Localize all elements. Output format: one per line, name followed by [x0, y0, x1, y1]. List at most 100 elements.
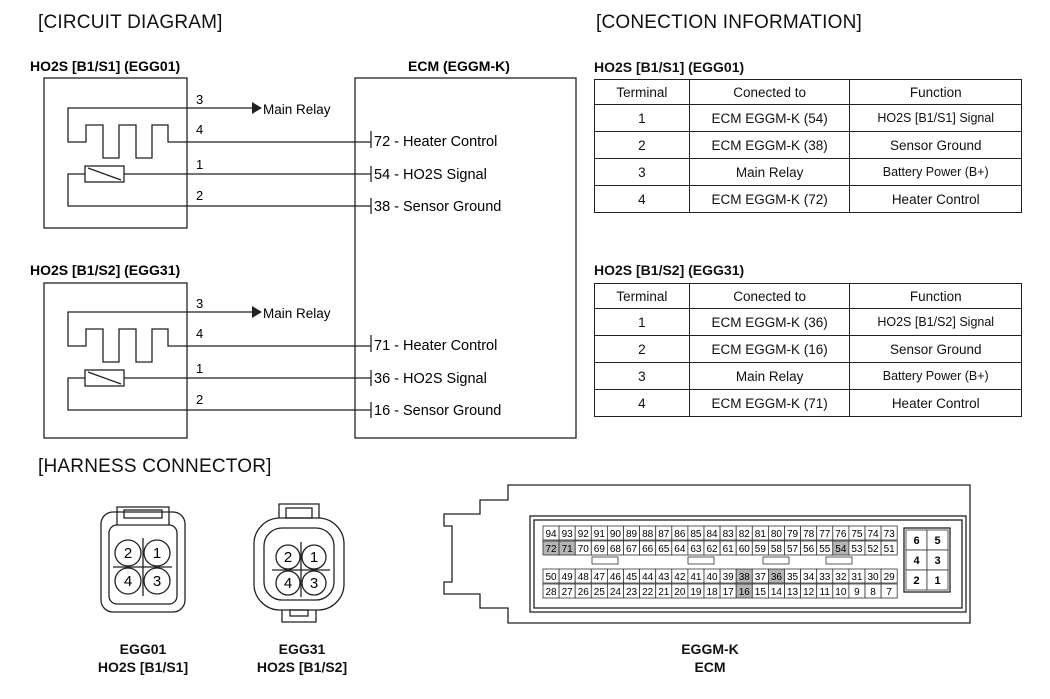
ecm-pin-number: 26	[578, 587, 590, 598]
ecm-pin-number: 25	[594, 587, 606, 598]
ecm-small-pin-number: 1	[934, 575, 940, 587]
ecm-pin-number: 31	[851, 572, 863, 583]
svg-text:2: 2	[124, 545, 132, 562]
ecm-pin-number: 82	[739, 529, 751, 540]
ecm-pin-number: 67	[626, 544, 638, 555]
ecm-small-pin-number: 2	[913, 575, 919, 587]
ecm-pin-number: 76	[835, 529, 847, 540]
ecm-pin-cell	[880, 525, 898, 541]
svg-text:1: 1	[310, 549, 318, 566]
ecm-pin-number: 43	[658, 572, 670, 583]
svg-text:72 - Heater Control: 72 - Heater Control	[374, 134, 497, 150]
ecm-pin-number: 41	[690, 572, 702, 583]
ecm-pin-number: 80	[771, 529, 783, 540]
ecm-small-pin-number: 4	[913, 555, 920, 567]
ecm-pin-number: 33	[819, 572, 831, 583]
ecm-pin-number: 58	[771, 544, 783, 555]
ecm-pin-number: 73	[884, 529, 896, 540]
ecm-key-slot	[825, 556, 853, 565]
ecm-pin-number: 88	[642, 529, 654, 540]
ecm-pin-number: 54	[835, 544, 847, 555]
svg-text:4: 4	[124, 573, 132, 590]
svg-text:16 - Sensor Ground: 16 - Sensor Ground	[374, 403, 501, 419]
ecm-pin-number: 9	[854, 587, 860, 598]
ecm-pin-number: 68	[610, 544, 622, 555]
ecm-pin-number: 53	[851, 544, 863, 555]
ecm2-pin-labels: 71 - Heater Control 36 - HO2S Signal 16 …	[374, 338, 501, 419]
sensor1-box	[43, 77, 188, 229]
ecm-pin-number: 15	[755, 587, 767, 598]
circuit-diagram-title: [CIRCUIT DIAGRAM]	[38, 12, 223, 33]
connection-info-title: [CONECTION INFORMATION]	[596, 12, 863, 33]
ecm-pin-number: 23	[626, 587, 638, 598]
ecm-pin-number: 83	[723, 529, 735, 540]
ecm-pin-number: 24	[610, 587, 622, 598]
ecm-pin-number: 20	[674, 587, 686, 598]
svg-text:1: 1	[196, 361, 203, 376]
table2-title: HO2S [B1/S2] (EGG31)	[594, 262, 745, 278]
ecm-pin-number: 16	[739, 587, 751, 598]
sensor2-title: HO2S [B1/S2] (EGG31)	[30, 262, 180, 278]
ecm-pin-number: 45	[626, 572, 638, 583]
ecm-pin-number: 92	[578, 529, 590, 540]
ecm-pin-number: 38	[739, 572, 751, 583]
svg-text:54 - HO2S Signal: 54 - HO2S Signal	[374, 167, 487, 183]
ecm-pin-number: 51	[884, 544, 896, 555]
svg-text:38 - Sensor Ground: 38 - Sensor Ground	[374, 199, 501, 215]
egg01-pin-labels: 2 1 4 3	[124, 545, 161, 590]
ecm-pin-number: 79	[787, 529, 799, 540]
ecm-pin-number: 28	[545, 587, 557, 598]
ecm-pin-number: 13	[787, 587, 799, 598]
ecm-pin-number: 47	[594, 572, 606, 583]
ecm-pin-number: 87	[658, 529, 670, 540]
ecm-pin-number: 57	[787, 544, 799, 555]
ecm-pin-number: 71	[562, 544, 574, 555]
ecm-pin-number: 62	[706, 544, 718, 555]
ecm-pin-number: 10	[835, 587, 847, 598]
ecm-small-pin-number: 6	[913, 535, 919, 547]
sensor2-pin-labels: 3 4 1 2	[196, 296, 203, 407]
ecm-pin-number: 14	[771, 587, 783, 598]
svg-text:3: 3	[153, 573, 161, 590]
svg-text:2: 2	[196, 392, 203, 407]
ecm-pin-number: 63	[690, 544, 702, 555]
ecm-pin-number: 55	[819, 544, 831, 555]
ecm-pin-number: 35	[787, 572, 799, 583]
sensor1-pin-labels: 3 4 1 2	[196, 92, 203, 203]
ecm-pin-number: 65	[658, 544, 670, 555]
ecm-pin-number: 93	[562, 529, 574, 540]
sensor2-box	[43, 282, 188, 439]
ecm-pin-number: 7	[886, 587, 892, 598]
ecm-pin-number: 21	[658, 587, 670, 598]
svg-text:4: 4	[196, 326, 203, 341]
arrow-icon	[252, 306, 262, 318]
harness-connector-title: [HARNESS CONNECTOR]	[38, 456, 272, 477]
ecm-pin-number: 89	[626, 529, 638, 540]
ecm-small-pin-number: 5	[934, 535, 940, 547]
ecm-pin-number: 91	[594, 529, 606, 540]
circuit-diagram: HO2S [B1/S1] (EGG01) ECM (EGGM-K) HO2S […	[30, 58, 577, 439]
ecm-pin-number: 29	[884, 572, 896, 583]
ecm-pin-number: 17	[723, 587, 735, 598]
ecm-pin-cell	[880, 583, 898, 599]
egg31-connector	[253, 503, 345, 623]
ecm-pin-number: 94	[545, 529, 557, 540]
svg-text:36 - HO2S Signal: 36 - HO2S Signal	[374, 371, 487, 387]
ecm-pin-number: 50	[545, 572, 557, 583]
svg-text:3: 3	[196, 92, 203, 107]
svg-text:4: 4	[196, 122, 203, 137]
svg-text:3: 3	[310, 575, 318, 592]
ecm-pin-number: 52	[867, 544, 879, 555]
svg-text:1: 1	[153, 545, 161, 562]
ecm-pin-number: 72	[545, 544, 557, 555]
